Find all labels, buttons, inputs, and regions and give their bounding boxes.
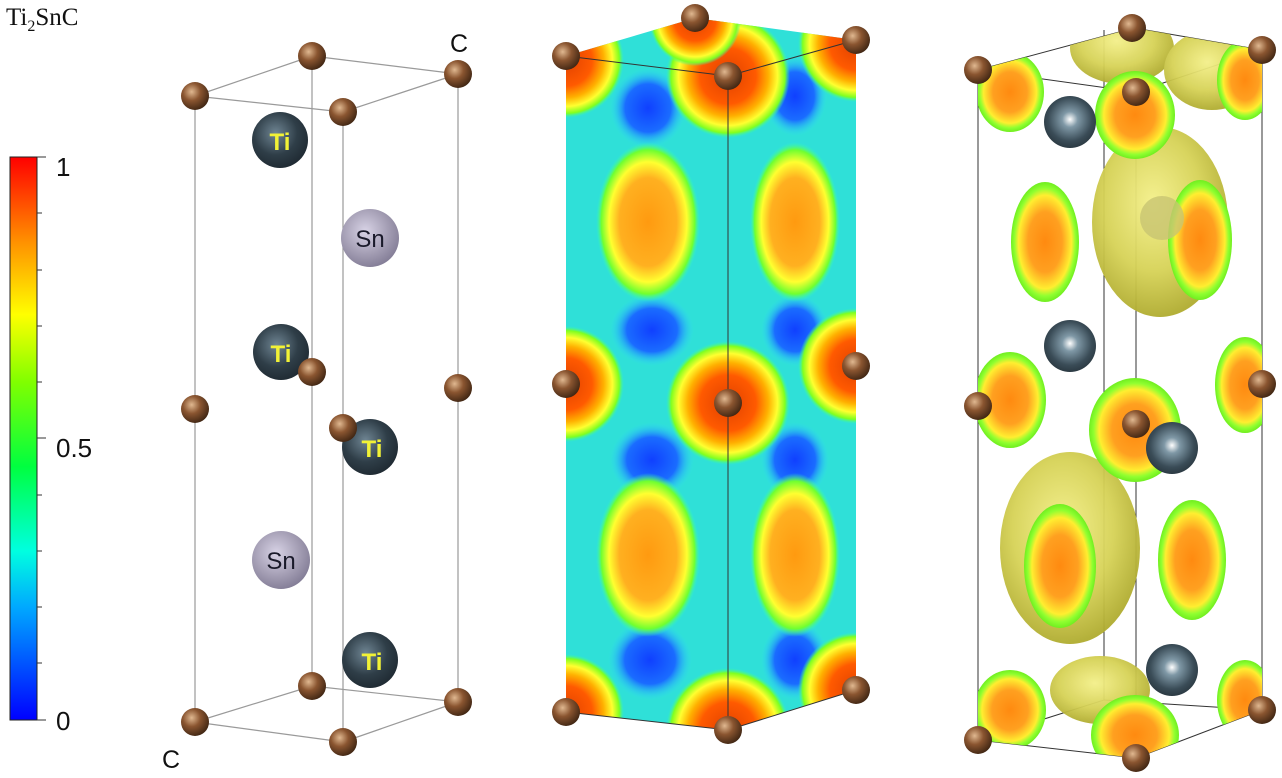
sn-atom (252, 531, 310, 589)
crystal-structure-panel: Ti Ti Ti Ti Sn Sn C C (162, 30, 472, 774)
ti-atom (252, 112, 308, 168)
ti-label: Ti (362, 436, 383, 463)
formula-subscript: 2 (27, 18, 36, 35)
c-atoms-panel2 (552, 4, 870, 744)
colorbar: 1 0.5 0 (9, 152, 92, 736)
colorbar-gradient (9, 156, 38, 721)
c-atoms-panel1 (181, 42, 472, 756)
c-atom (681, 4, 709, 32)
ti-atoms-panel3 (1044, 96, 1198, 696)
sn-atoms (252, 209, 399, 589)
c-atom (298, 358, 326, 386)
c-atom (444, 688, 472, 716)
corner-label-top: C (450, 30, 468, 58)
c-atom (1122, 410, 1150, 438)
formula-suffix: SnC (35, 4, 79, 31)
sn-label: Sn (355, 226, 384, 253)
c-atom (842, 26, 870, 54)
c-atom (181, 395, 209, 423)
c-atom (1122, 744, 1150, 772)
c-atom (842, 352, 870, 380)
c-atom (1118, 14, 1146, 42)
ti-atom (1146, 644, 1198, 696)
sn-atom-faint (1140, 196, 1184, 240)
c-atom (964, 56, 992, 84)
c-atom (444, 374, 472, 402)
c-atom (964, 392, 992, 420)
c-atoms-panel3 (964, 14, 1276, 772)
elf-slice-panel (552, 4, 870, 744)
c-atom (714, 389, 742, 417)
c-atom (1248, 370, 1276, 398)
compound-formula: Ti2SnC (6, 4, 78, 36)
c-atom (329, 414, 357, 442)
c-atom (552, 370, 580, 398)
elf-isosurface-panel (964, 14, 1276, 772)
atom-labels: Ti Ti Ti Ti (270, 129, 383, 676)
c-atom (1248, 36, 1276, 64)
c-atom (298, 672, 326, 700)
ti-label: Ti (362, 649, 383, 676)
ti-atoms (252, 112, 398, 688)
c-atom (181, 82, 209, 110)
sn-atom (341, 209, 399, 267)
colorbar-tick-mid: 0.5 (56, 433, 92, 463)
c-atom (298, 42, 326, 70)
colorbar-tick-max: 1 (56, 152, 70, 182)
ti-atom (1146, 422, 1198, 474)
c-atom (714, 62, 742, 90)
ti-atom (1044, 320, 1096, 372)
c-atom (329, 98, 357, 126)
ti-label: Ti (270, 129, 291, 156)
c-atom (552, 698, 580, 726)
c-atom (964, 726, 992, 754)
c-atom (181, 708, 209, 736)
c-atom (329, 728, 357, 756)
c-atom (714, 716, 742, 744)
ti-label: Ti (271, 341, 292, 368)
ti-atom (1044, 96, 1096, 148)
formula-prefix: Ti (6, 4, 28, 31)
c-atom (552, 42, 580, 70)
c-atom (444, 60, 472, 88)
colorbar-tick-min: 0 (56, 706, 70, 736)
unit-cell-edges (194, 55, 459, 743)
sn-label: Sn (266, 548, 295, 575)
corner-label-bottom: C (162, 746, 180, 774)
c-atom (1248, 696, 1276, 724)
c-atom (842, 676, 870, 704)
ti-atom (342, 632, 398, 688)
ti-atom (253, 324, 309, 380)
c-atom (1122, 78, 1150, 106)
